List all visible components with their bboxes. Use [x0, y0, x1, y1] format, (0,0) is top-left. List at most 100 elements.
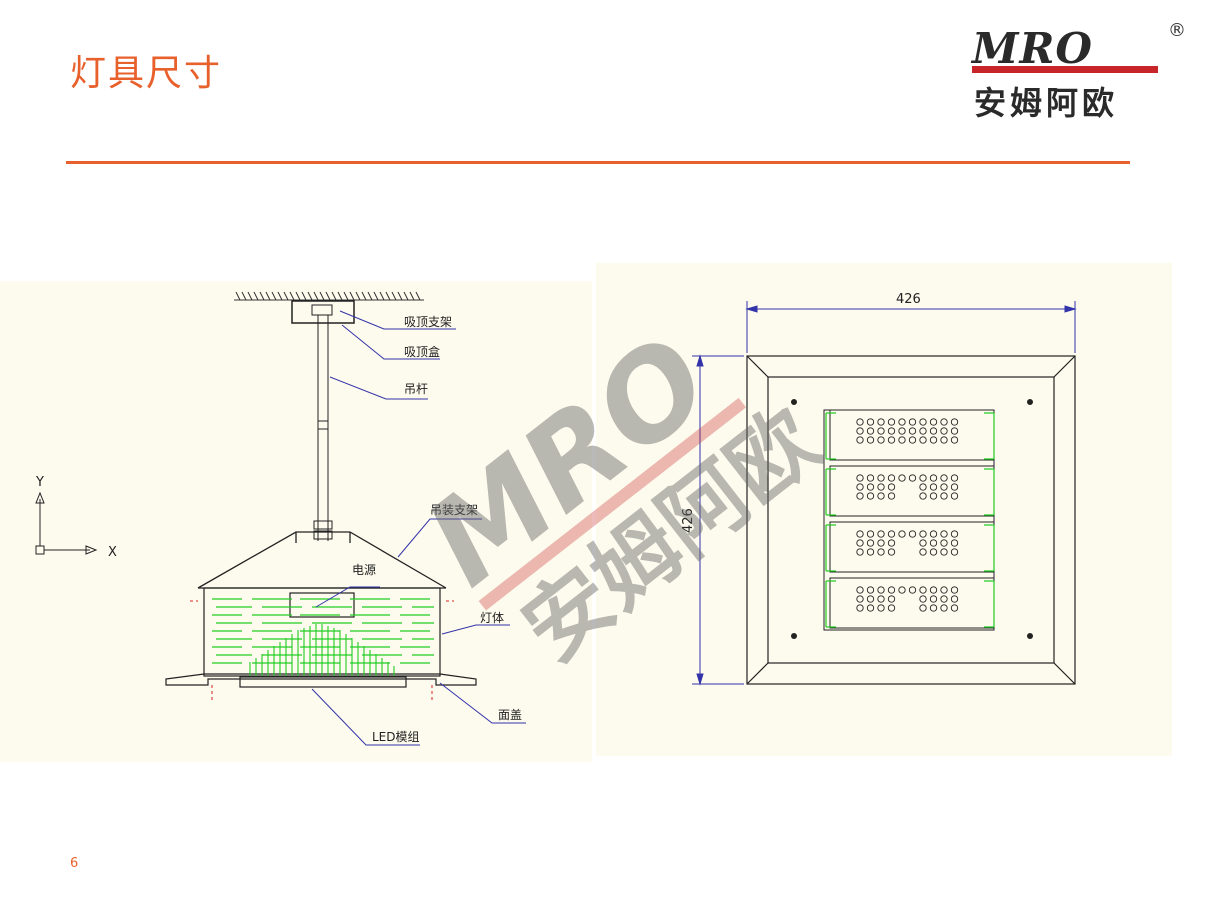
led-dot	[908, 427, 917, 435]
led-dot	[877, 595, 885, 603]
mounting-holes	[791, 399, 1033, 639]
led-dot	[856, 436, 864, 444]
led-dot	[919, 586, 927, 594]
led-dot	[887, 427, 896, 435]
led-dot	[919, 418, 927, 426]
led-dot	[940, 418, 948, 426]
label-cover: 面盖	[498, 708, 522, 722]
led-dot	[877, 418, 885, 426]
led-dot	[898, 530, 906, 538]
led-dot	[856, 595, 864, 603]
led-dot	[866, 492, 875, 500]
led-dot	[898, 418, 906, 426]
led-dot	[898, 436, 906, 444]
led-dot	[887, 539, 896, 547]
led-dot	[877, 436, 885, 444]
led-dot	[856, 530, 864, 538]
led-dot	[887, 548, 896, 556]
led-dot	[919, 539, 927, 547]
logo-accent-bar	[972, 66, 1158, 73]
led-dot	[929, 586, 938, 594]
led-dot	[866, 604, 875, 612]
top-view-frame	[746, 355, 1076, 685]
led-dot	[866, 548, 875, 556]
led-dot	[929, 530, 938, 538]
label-led-module: LED模组	[372, 730, 420, 744]
led-dot	[940, 539, 948, 547]
led-dot	[950, 418, 959, 426]
label-hanging-bracket: 吊装支架	[430, 503, 478, 517]
led-dot	[929, 436, 938, 444]
lamp-body	[165, 587, 477, 688]
led-dot	[950, 483, 959, 491]
led-dot	[856, 548, 864, 556]
led-dot	[877, 483, 885, 491]
page-number: 6	[70, 856, 79, 871]
top-view-panel: 426 426	[596, 263, 1172, 756]
led-dot	[887, 530, 896, 538]
led-dot-grid	[856, 418, 959, 612]
led-dot	[940, 436, 948, 444]
led-dot	[856, 604, 864, 612]
slide-title: 灯具尺寸	[70, 53, 223, 94]
width-dimension: 426	[896, 292, 921, 307]
led-dot	[950, 548, 959, 556]
led-dot	[877, 604, 885, 612]
label-power: 电源	[352, 563, 376, 577]
led-dot	[929, 595, 938, 603]
led-dot	[866, 483, 875, 491]
led-dot	[950, 436, 959, 444]
led-dot	[940, 595, 948, 603]
module-clips	[825, 412, 995, 628]
logo-brand-text: MRO	[972, 24, 1093, 73]
led-dot	[856, 586, 864, 594]
led-dot	[950, 492, 959, 500]
led-dot	[856, 427, 864, 435]
led-dot	[866, 539, 875, 547]
hanging-rod	[313, 315, 333, 541]
led-dot	[856, 539, 864, 547]
led-dot	[887, 483, 896, 491]
led-dot	[919, 595, 927, 603]
led-dot	[940, 530, 948, 538]
registered-mark: ®	[1168, 20, 1186, 41]
led-dot	[887, 586, 896, 594]
led-dot	[908, 418, 917, 426]
led-dot	[908, 436, 917, 444]
dimension-lines	[692, 301, 1077, 686]
led-dot	[856, 474, 864, 482]
led-dot	[877, 548, 885, 556]
axis-y-label: Y	[35, 475, 44, 490]
led-dot	[866, 530, 875, 538]
led-dot	[908, 586, 917, 594]
led-dot	[866, 586, 875, 594]
led-dot	[940, 586, 948, 594]
led-dot	[929, 483, 938, 491]
led-dot	[877, 530, 885, 538]
led-dot	[929, 418, 938, 426]
heat-sink-fins	[212, 598, 434, 664]
led-dot	[929, 539, 938, 547]
brand-logo: MRO ® 安姆阿欧	[968, 20, 1198, 122]
led-dot	[866, 474, 875, 482]
led-dot	[877, 539, 885, 547]
led-dot	[929, 427, 938, 435]
led-dot	[940, 604, 948, 612]
led-dot	[898, 474, 906, 482]
led-dot	[877, 586, 885, 594]
led-dot	[856, 492, 864, 500]
led-dot	[866, 418, 875, 426]
led-dot	[877, 492, 885, 500]
led-dot	[856, 483, 864, 491]
led-dot	[919, 436, 927, 444]
side-view-panel: 吸顶支架 吸顶盒 吊杆 吊装支架 电源 灯体 面盖 LED模组 Y X	[0, 281, 592, 762]
led-dot	[940, 548, 948, 556]
label-body: 灯体	[480, 611, 504, 625]
led-dot	[887, 474, 896, 482]
led-dot	[940, 492, 948, 500]
led-dot	[950, 474, 959, 482]
led-dot	[950, 427, 959, 435]
led-dot	[898, 586, 906, 594]
led-dot	[887, 492, 896, 500]
led-dot	[887, 436, 896, 444]
